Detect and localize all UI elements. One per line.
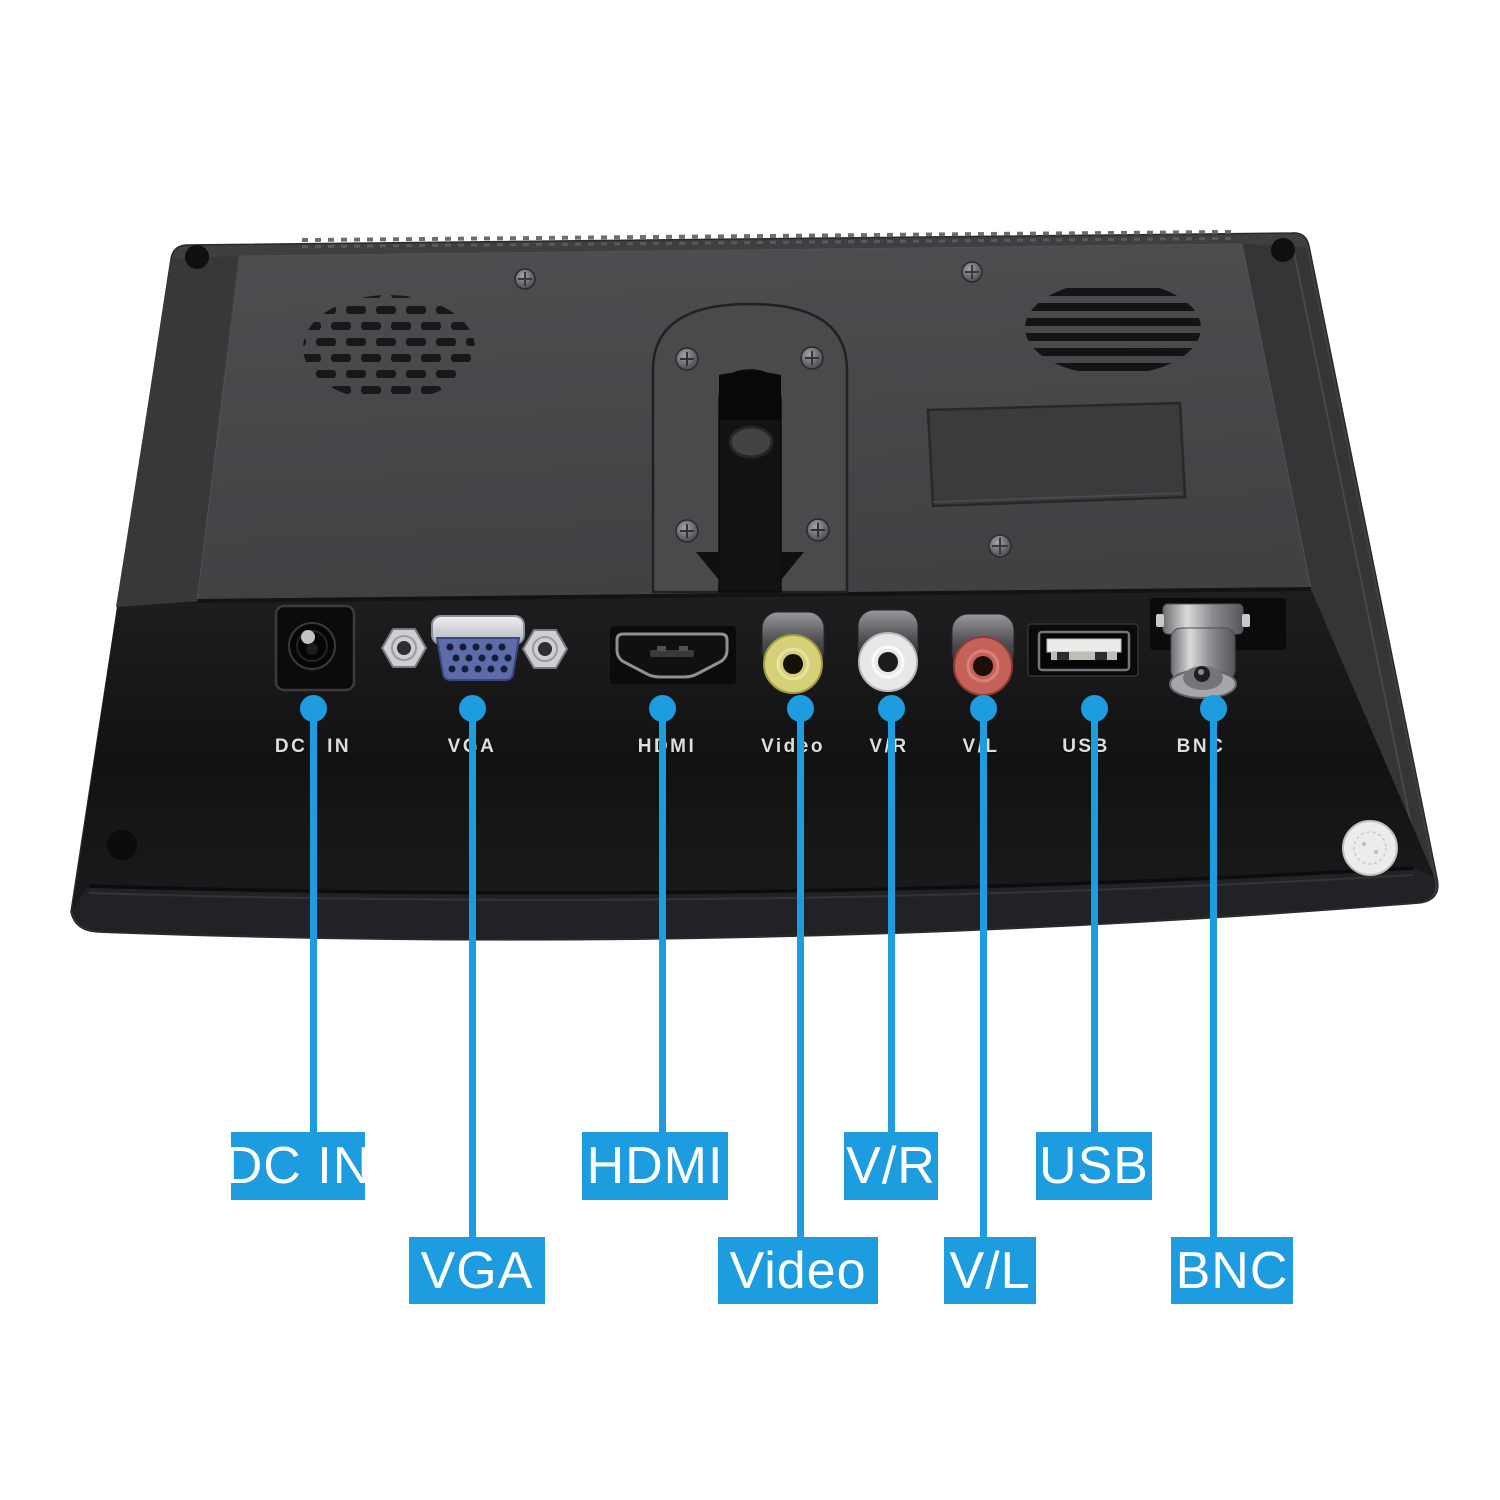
stand-screw [675, 519, 699, 543]
label-recess [926, 401, 1187, 508]
callout-line-vga [468, 712, 476, 1237]
left-side-bevel [116, 256, 238, 607]
top-vent-strip [294, 229, 1236, 249]
callout-label-vr: V/R [844, 1132, 938, 1200]
port-row [274, 598, 1286, 699]
stand-mount-plate [651, 302, 849, 594]
info-sticker [1342, 820, 1398, 876]
callout-line-usb [1090, 712, 1098, 1132]
bnc-connector [1150, 598, 1286, 699]
hdmi-port [610, 626, 736, 684]
audio-left-rca-jack-red [951, 613, 1015, 696]
back-screw [961, 261, 983, 283]
dc-in-jack [274, 604, 356, 692]
callout-line-dc-in [309, 712, 317, 1132]
callout-label-dc-in: DC IN [225, 1132, 370, 1200]
callout-label-hdmi: HDMI [582, 1132, 728, 1200]
stand-screw [675, 347, 699, 371]
callout-line-bnc [1209, 712, 1217, 1237]
panel-label-bnc: BNC [1176, 736, 1226, 757]
callout-label-bnc: BNC [1171, 1237, 1293, 1304]
video-rca-jack-yellow [761, 611, 825, 694]
back-screw [514, 268, 536, 290]
vga-screw-post-left [380, 628, 428, 668]
callout-label-usb: USB [1036, 1132, 1152, 1200]
usb-port [1027, 623, 1139, 677]
panel-fold-shadow [196, 587, 1312, 603]
right-bevel-ridge [1293, 251, 1421, 869]
vga-port [431, 615, 525, 681]
right-side-bevel [1242, 244, 1434, 876]
stand-knob [728, 425, 774, 459]
stand-screw [800, 346, 824, 370]
audio-right-rca-jack-white [857, 609, 919, 692]
screw-hole-bottom-left [107, 830, 137, 860]
callout-label-video: Video [718, 1237, 878, 1304]
callout-label-vga: VGA [409, 1237, 545, 1304]
screw-hole-top-right [1271, 238, 1295, 262]
callout-label-vl: V/L [944, 1237, 1036, 1304]
callout-line-hdmi [658, 712, 666, 1132]
left-speaker-grille [303, 295, 475, 401]
back-screw [988, 534, 1012, 558]
stand-screw [806, 518, 830, 542]
callout-line-vl [979, 712, 987, 1237]
vga-screw-post-right [521, 629, 569, 669]
right-speaker-grille [1025, 281, 1201, 375]
panel-label-hdmi: HDMI [637, 736, 697, 757]
panel-label-video: Video [761, 736, 825, 757]
callout-line-vr [887, 712, 895, 1132]
screw-hole-top-left [185, 245, 209, 269]
callout-line-video [796, 712, 804, 1237]
